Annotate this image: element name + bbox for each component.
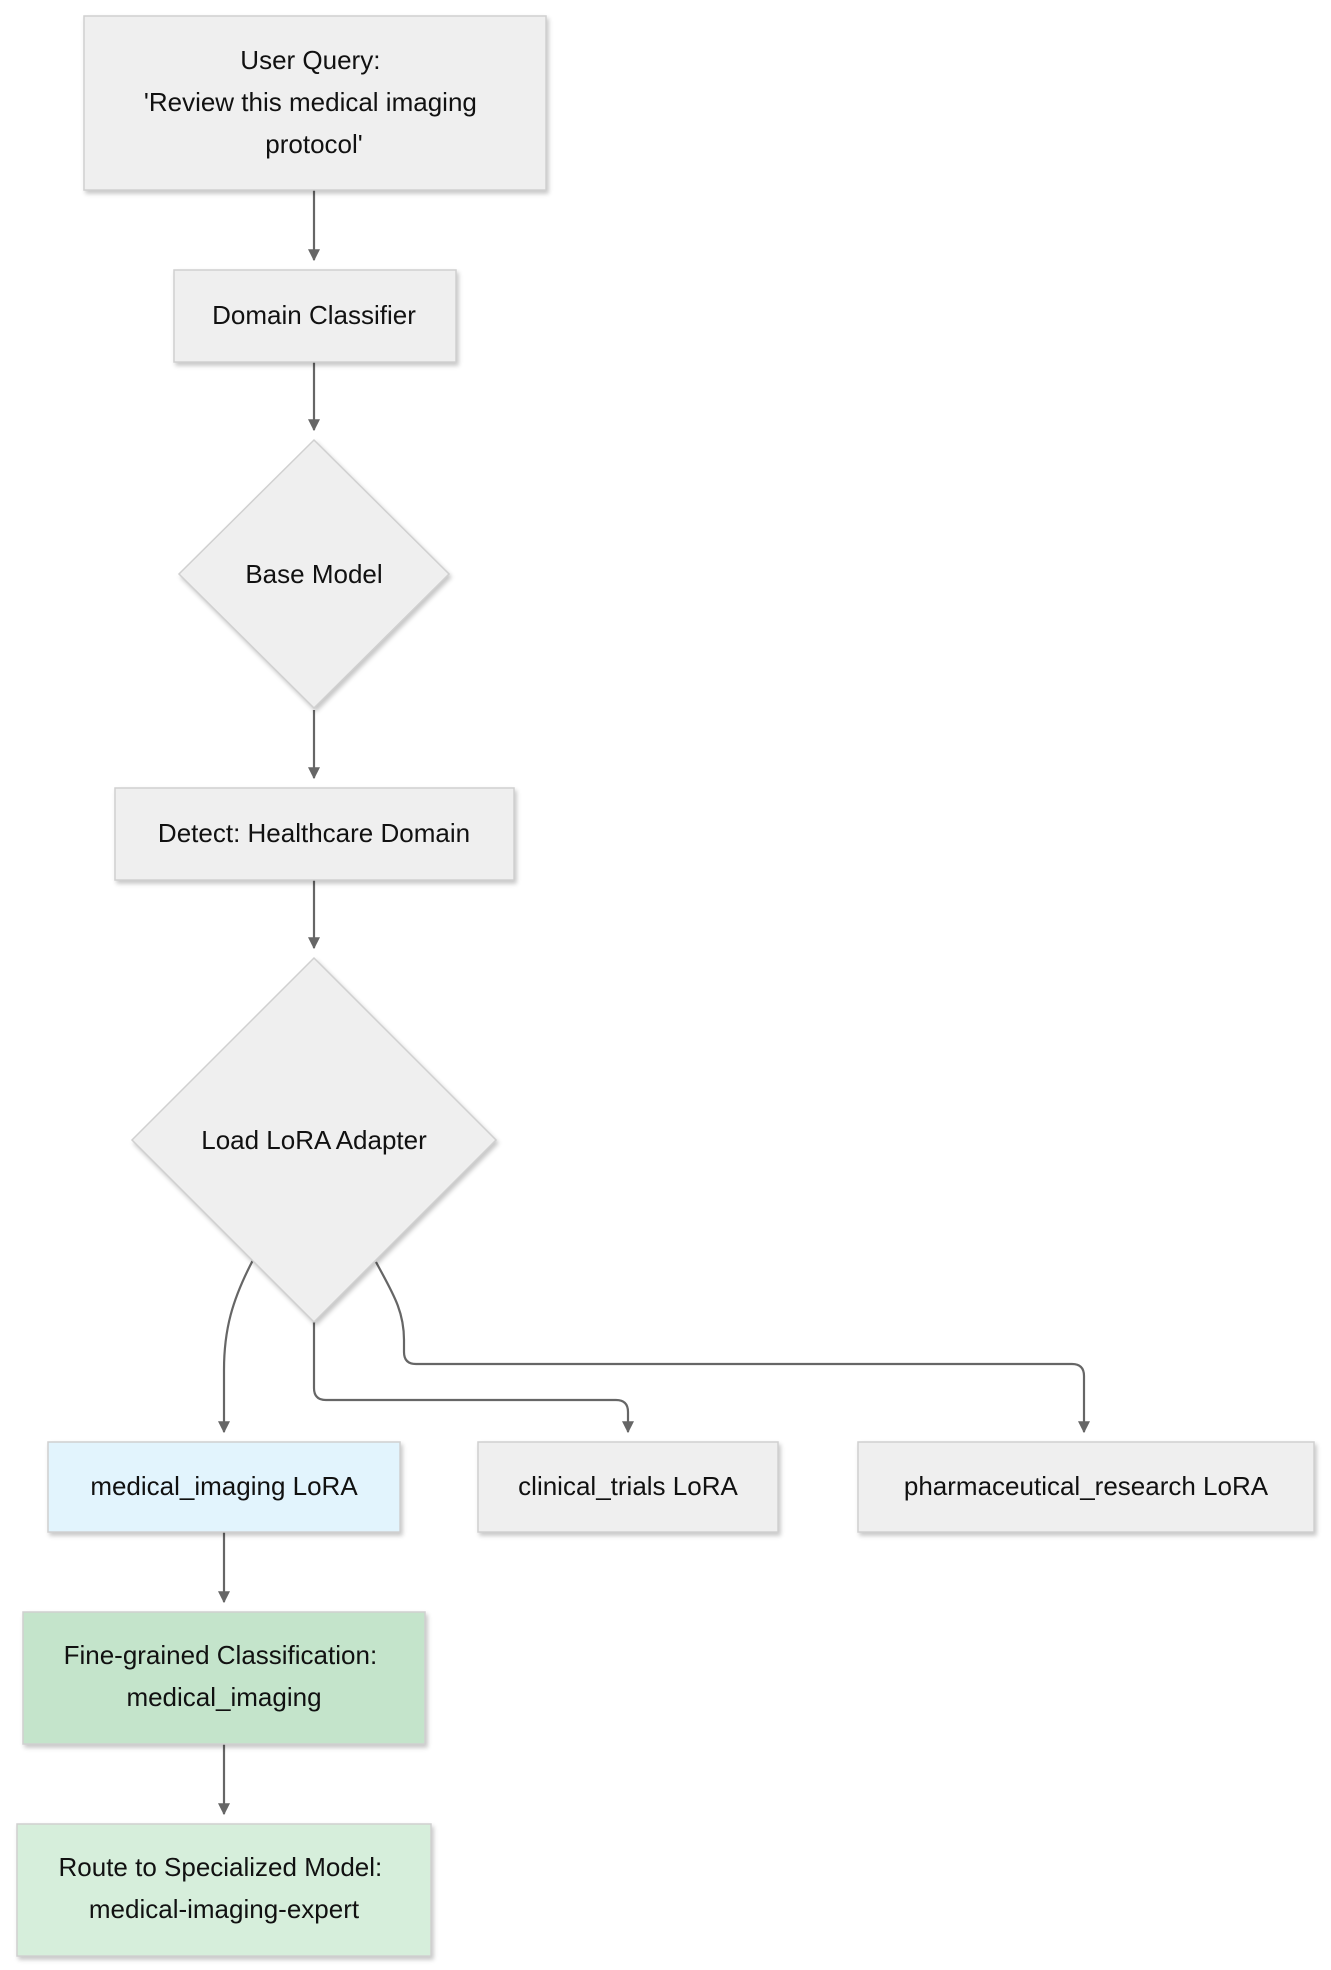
node-domain-classifier: Domain Classifier xyxy=(173,269,457,363)
node-medical-imaging-lora: medical_imaging LoRA xyxy=(47,1441,401,1533)
node-clinical-trials-lora: clinical_trials LoRA xyxy=(477,1441,779,1533)
node-pharma-lora-label: pharmaceutical_research LoRA xyxy=(904,1471,1269,1501)
node-user-query-label: User Query: 'Review this medical imaging… xyxy=(144,45,484,159)
node-detect-healthcare: Detect: Healthcare Domain xyxy=(114,787,515,881)
node-base-model: Base Model xyxy=(177,438,451,710)
edge-load-lora-to-pharma xyxy=(375,1261,1090,1434)
node-domain-classifier-label: Domain Classifier xyxy=(212,300,416,330)
node-medical-imaging-lora-label: medical_imaging LoRA xyxy=(90,1471,358,1501)
node-clinical-trials-lora-label: clinical_trials LoRA xyxy=(518,1471,738,1501)
node-fine-grained-classification-label: Fine-grained Classification: medical_ima… xyxy=(64,1640,385,1712)
node-pharma-lora: pharmaceutical_research LoRA xyxy=(857,1441,1315,1533)
node-load-lora: Load LoRA Adapter xyxy=(130,956,498,1324)
node-route-specialized-model-label: Route to Specialized Model: medical-imag… xyxy=(59,1852,390,1924)
edge-load-lora-to-clinical-trials xyxy=(312,1322,634,1434)
node-load-lora-label: Load LoRA Adapter xyxy=(201,1125,427,1155)
node-user-query: User Query: 'Review this medical imaging… xyxy=(83,15,547,191)
node-route-specialized-model: Route to Specialized Model: medical-imag… xyxy=(16,1823,432,1957)
edge-load-lora-to-medical-imaging xyxy=(218,1259,254,1434)
node-fine-grained-classification: Fine-grained Classification: medical_ima… xyxy=(22,1611,426,1745)
edges xyxy=(218,190,1090,1816)
node-base-model-label: Base Model xyxy=(245,559,382,589)
node-detect-healthcare-label: Detect: Healthcare Domain xyxy=(158,818,470,848)
